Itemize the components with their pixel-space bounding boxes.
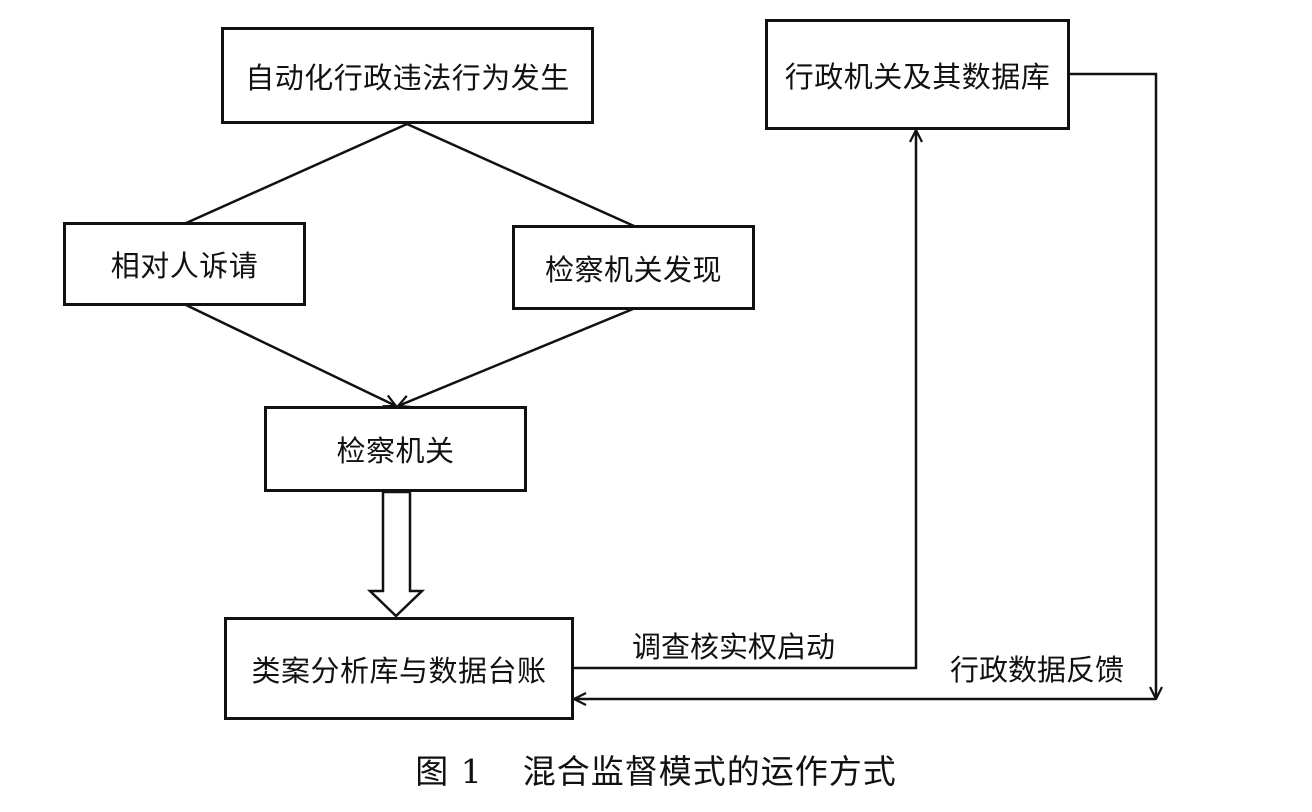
edge-investigation-start — [574, 130, 916, 670]
edge-violation-to-discover — [406, 122, 635, 228]
node-counterpart-appeal: 相对人诉请 — [63, 222, 306, 306]
edge-discover-to-procuratorate — [398, 307, 634, 406]
edge-label-data-feedback: 行政数据反馈 — [950, 653, 1125, 687]
edge-appeal-to-procuratorate — [185, 303, 396, 406]
figure-title: 混合监督模式的运作方式 — [522, 752, 897, 791]
block-arrow — [366, 490, 426, 618]
edge-data-feedback-down — [1070, 72, 1156, 699]
edge-violation-to-appeal — [183, 122, 408, 226]
edge-label-investigation-start: 调查核实权启动 — [632, 630, 836, 664]
figure-caption: 图 1 混合监督模式的运作方式 — [0, 745, 1312, 793]
node-procuratorate-discovers: 检察机关发现 — [512, 225, 755, 310]
figure-number: 图 1 — [415, 752, 483, 791]
node-violation-occurs: 自动化行政违法行为发生 — [221, 27, 594, 124]
node-admin-database: 行政机关及其数据库 — [765, 19, 1070, 130]
node-case-database: 类案分析库与数据台账 — [224, 617, 574, 720]
node-procuratorate: 检察机关 — [264, 406, 527, 492]
